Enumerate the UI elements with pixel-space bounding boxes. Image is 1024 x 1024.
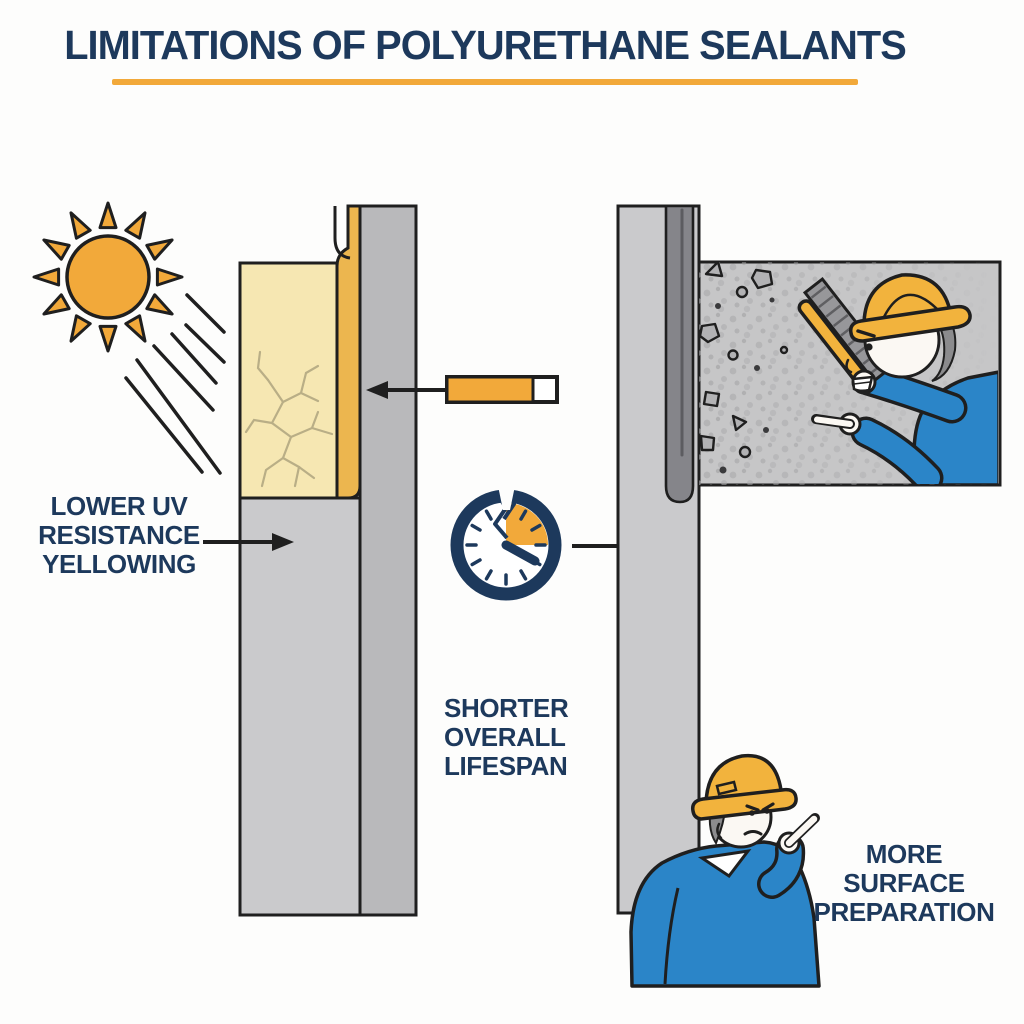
worker1-hardhat-brim <box>848 304 972 343</box>
joint-channel-line <box>333 206 351 260</box>
label-prep-line1: MORE <box>865 839 943 869</box>
worker-brushing <box>797 273 998 484</box>
label-uv-line1: LOWER UV <box>50 491 188 521</box>
sun-icon <box>32 201 184 353</box>
sealant-joint-strip <box>335 204 362 500</box>
wall-left-column <box>358 204 418 917</box>
clock-hand <box>501 540 540 566</box>
label-prep-line2: SURFACE <box>843 868 965 899</box>
worker1-eyebrow <box>856 329 876 338</box>
worker1-pointing-finger <box>814 416 853 427</box>
wall-right <box>616 204 1002 915</box>
sealant-cracks <box>244 350 334 488</box>
wall-left <box>238 204 418 917</box>
sealant-level-bar-icon <box>445 375 559 404</box>
uv-ray-lines <box>124 293 226 475</box>
worker2-hardhat-brim <box>690 787 798 821</box>
arrow-from-uv-label-icon <box>203 533 294 551</box>
worker2-collar <box>697 848 752 879</box>
worker1-mouth <box>851 375 874 393</box>
arrow-to-sealant-icon <box>366 381 445 399</box>
label-lifespan: SHORTER OVERALL LIFESPAN <box>444 693 569 782</box>
worker2-pointing-finger <box>785 815 818 847</box>
surface-debris <box>698 260 789 474</box>
title-underline <box>112 79 858 85</box>
worker2-mouth <box>743 830 763 836</box>
worker1-eye <box>865 343 873 351</box>
worker-pointing <box>629 753 821 988</box>
label-uv-resistance: LOWER UV RESISTANCE YELLOWING <box>28 491 210 580</box>
worker2-eyebrows <box>745 802 775 812</box>
clock-wedge <box>506 503 548 545</box>
old-joint-strip <box>664 204 695 504</box>
label-uv-line2: RESISTANCE <box>38 520 200 551</box>
cracked-clock-icon <box>450 481 562 601</box>
worker1-arm-pointing <box>854 420 940 484</box>
label-surface-prep: MORE SURFACE PREPARATION <box>795 839 1013 928</box>
clock-ring-gap <box>497 481 516 510</box>
yellowed-sealant-panel <box>238 261 339 500</box>
label-uv-line3: YELLOWING <box>42 549 196 580</box>
sun-core <box>65 234 151 320</box>
worker2-arm-crease <box>663 887 680 985</box>
wall-left-lower-panel <box>238 496 362 917</box>
label-lifespan-line3: LIFESPAN <box>444 751 568 782</box>
label-prep-line3: PREPARATION <box>813 897 995 928</box>
sun-rays <box>32 201 184 353</box>
label-lifespan-line2: OVERALL <box>444 722 566 753</box>
page-title: LIMITATIONS OF POLYURETHANE SEALANTS <box>64 22 906 68</box>
label-lifespan-line1: SHORTER <box>444 693 569 723</box>
